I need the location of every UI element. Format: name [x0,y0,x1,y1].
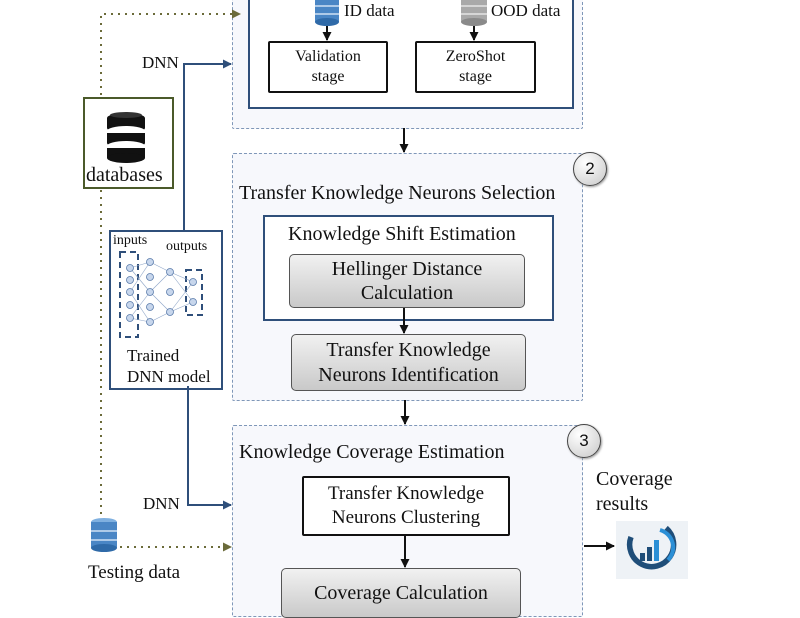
ood-data-label: OOD data [491,1,561,20]
zeroshot-line2: stage [459,68,492,85]
testing-data-label: Testing data [88,562,181,583]
connectors-layer [91,0,688,579]
coverage-calc-label: Coverage Calculation [314,582,488,604]
testing-data-blue-cylinder-icon [91,518,117,552]
clustering-line2: Neurons Clustering [331,507,481,528]
dnn-label-bottom: DNN [143,494,180,513]
model-caption-line1: Trained [127,346,180,365]
neurons-clustering-box: Transfer Knowledge Neurons Clustering [302,476,510,536]
clustering-line1: Transfer Knowledge [327,483,485,505]
zeroshot-line1: ZeroShot [445,48,506,65]
coverage-chart-icon [616,521,688,579]
identification-line2: Neurons Identification [318,363,499,386]
hellinger-line2: Calculation [360,282,454,304]
validation-line1: Validation [295,48,361,65]
validation-stage-box: Validation stage [268,41,388,93]
hellinger-distance-box: Hellinger Distance Calculation [289,254,525,308]
dotted-data-flow [100,9,241,552]
trained-model-box [109,230,223,390]
dnn-connectors [183,59,232,510]
dnn-label-top: DNN [142,53,179,72]
neurons-identification-box: Transfer Knowledge Neurons Identificatio… [291,334,526,391]
databases-box [83,97,174,189]
zeroshot-stage-box: ZeroShot stage [415,41,536,93]
section2-title: Transfer Knowledge Neurons Selection [239,182,556,204]
coverage-results-line1: Coverage [596,468,673,490]
identification-line1: Transfer Knowledge [326,339,491,362]
ood-data-gray-cylinder-icon [461,0,487,26]
section3-badge: 3 [567,424,601,458]
flow-arrows [322,26,615,568]
section3-title: Knowledge Coverage Estimation [239,441,505,463]
diagram-canvas: DNN databases inputs outputs Trained DNN… [83,0,688,618]
model-inputs-label: inputs [113,233,148,248]
validation-line2: stage [311,68,345,85]
hellinger-line1: Hellinger Distance [331,257,483,280]
model-caption-line2: DNN model [127,367,211,386]
coverage-calculation-box: Coverage Calculation [281,568,521,618]
neural-network-icon [119,251,203,338]
database-stack-icon [107,112,145,163]
databases-label: databases [86,164,163,186]
id-data-label: ID data [344,1,395,20]
coverage-results-line2: results [596,493,649,515]
model-outputs-label: outputs [166,239,208,254]
section2-badge: 2 [573,152,607,186]
id-data-blue-cylinder-icon [315,0,339,26]
knowledge-shift-title: Knowledge Shift Estimation [288,223,516,245]
